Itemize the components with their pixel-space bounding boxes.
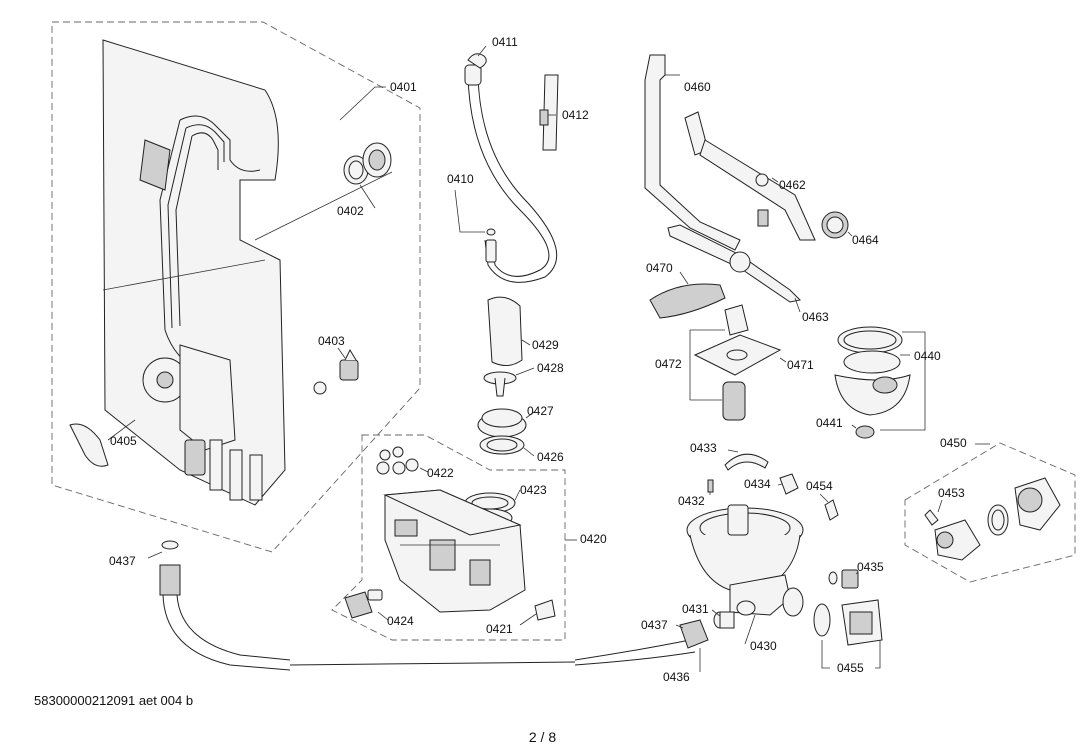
label-0455: 0455: [837, 661, 864, 675]
part-0470-microfilter: [649, 271, 726, 319]
label-0426: 0426: [537, 450, 564, 464]
part-0411-clip: [467, 45, 487, 69]
part-0454-latch: [819, 493, 839, 521]
part-0428-cap: [483, 367, 535, 397]
part-0427-cover: [477, 408, 535, 438]
page-indicator: 2 / 8: [528, 729, 557, 745]
label-0402: 0402: [337, 204, 364, 218]
part-0464-filter-disc: [821, 211, 853, 239]
part-0441-coupling: [851, 424, 875, 439]
label-0437-right: 0437: [641, 618, 668, 632]
label-0453: 0453: [938, 486, 965, 500]
part-0424-valve: [344, 589, 389, 621]
part-0426-ring: [479, 435, 535, 457]
part-0431-sleeve: [711, 609, 735, 629]
group-0420-outline: [331, 434, 577, 641]
part-0453-drain-pump: [924, 477, 1061, 561]
label-0434: 0434: [744, 477, 771, 491]
part-0410-hose: [454, 64, 558, 283]
label-0460: 0460: [684, 80, 711, 94]
label-0433: 0433: [690, 441, 717, 455]
label-0412: 0412: [562, 108, 589, 122]
label-0440: 0440: [914, 349, 941, 363]
label-0441: 0441: [816, 416, 843, 430]
part-0435-sensor: [828, 569, 859, 589]
part-0421-clip: [519, 599, 556, 626]
label-0403: 0403: [318, 334, 345, 348]
label-0430: 0430: [750, 639, 777, 653]
part-0455-pump: [813, 599, 883, 669]
label-0424: 0424: [387, 614, 414, 628]
label-0422: 0422: [427, 466, 454, 480]
label-0437-left: 0437: [109, 554, 136, 568]
label-0410: 0410: [447, 172, 474, 186]
part-0463-lower-arm: [667, 224, 802, 313]
label-0463: 0463: [802, 310, 829, 324]
label-0462: 0462: [779, 178, 806, 192]
label-0432: 0432: [678, 494, 705, 508]
label-0472: 0472: [655, 357, 682, 371]
part-0422-seals: [376, 446, 429, 475]
part-side-panel: [102, 39, 286, 506]
part-0434-clip: [777, 473, 799, 495]
part-0402-seal: [254, 142, 393, 241]
label-0405: 0405: [110, 434, 137, 448]
label-0429: 0429: [532, 338, 559, 352]
label-0423: 0423: [520, 483, 547, 497]
part-0432-screw: [707, 479, 714, 495]
label-0431: 0431: [682, 602, 709, 616]
label-0454: 0454: [806, 479, 833, 493]
label-0471: 0471: [787, 358, 814, 372]
label-0411: 0411: [492, 35, 518, 49]
label-0436: 0436: [663, 670, 690, 684]
part-0405-bracket: [69, 419, 136, 467]
part-0430-sump: [686, 504, 804, 645]
callout-labels: 0401 0402 0403 0405 0410 0411 0412 0420 …: [109, 35, 967, 684]
part-0462-upper-arm: [684, 111, 816, 241]
hose-bottom-run: [289, 639, 696, 666]
part-0403-fitting: [313, 347, 359, 395]
part-0437-hose-right: [675, 619, 709, 672]
part-0460-supply-pipe: [644, 54, 741, 251]
label-0420: 0420: [580, 532, 607, 546]
label-0464: 0464: [852, 233, 879, 247]
label-0421: 0421: [486, 622, 513, 636]
label-0401: 0401: [390, 80, 417, 94]
part-0433-arc: [724, 449, 769, 471]
label-0450: 0450: [940, 436, 967, 450]
part-0412-holder: [539, 74, 559, 151]
part-0472-filter: [689, 304, 787, 421]
label-0435: 0435: [857, 560, 884, 574]
part-0437-drain-hose-left: [147, 540, 291, 671]
label-0470: 0470: [646, 261, 673, 275]
label-0427: 0427: [527, 404, 554, 418]
part-0429-funnel: [487, 296, 531, 366]
group-0450-outline: [904, 442, 1076, 583]
part-water-softener: [383, 489, 526, 613]
group-0401-outline: [51, 21, 421, 553]
part-0440-heat-pump: [834, 326, 926, 431]
document-code: 58300000212091 aet 004 b: [34, 693, 194, 708]
label-0428: 0428: [537, 361, 564, 375]
